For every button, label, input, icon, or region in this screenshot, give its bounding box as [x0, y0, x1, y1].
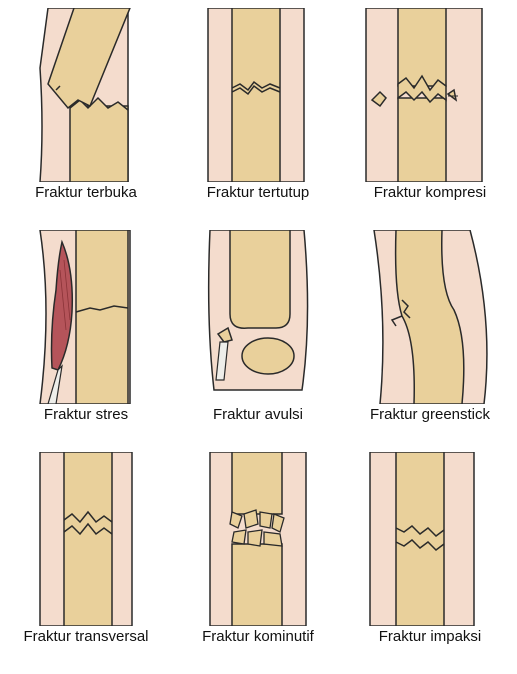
cell-fraktur-transversal: Fraktur transversal: [0, 452, 172, 674]
cell-fraktur-avulsi: Fraktur avulsi: [172, 230, 344, 452]
label-fraktur-kompresi: Fraktur kompresi: [373, 184, 487, 201]
illustration-impacted-fracture: [344, 452, 516, 626]
illustration-greenstick-fracture: [344, 230, 516, 404]
illustration-transverse-fracture: [0, 452, 172, 626]
cell-fraktur-tertutup: Fraktur tertutup: [172, 8, 344, 230]
cell-fraktur-terbuka: Fraktur terbuka: [0, 8, 172, 230]
label-fraktur-greenstick: Fraktur greenstick: [369, 406, 491, 423]
illustration-comminuted-fracture: [172, 452, 344, 626]
label-fraktur-stres: Fraktur stres: [43, 406, 129, 423]
illustration-compression-fracture: [344, 8, 516, 182]
label-fraktur-terbuka: Fraktur terbuka: [35, 184, 137, 201]
illustration-closed-fracture: [172, 8, 344, 182]
label-fraktur-tertutup: Fraktur tertutup: [206, 184, 310, 201]
illustration-stress-fracture: [0, 230, 172, 404]
cell-fraktur-greenstick: Fraktur greenstick: [344, 230, 516, 452]
cell-fraktur-stres: Fraktur stres: [0, 230, 172, 452]
cell-fraktur-impaksi: Fraktur impaksi: [344, 452, 516, 674]
label-fraktur-transversal: Fraktur transversal: [23, 628, 149, 645]
label-fraktur-avulsi: Fraktur avulsi: [212, 406, 304, 423]
illustration-avulsion-fracture: [172, 230, 344, 404]
label-fraktur-kominutif: Fraktur kominutif: [202, 628, 314, 645]
label-fraktur-impaksi: Fraktur impaksi: [378, 628, 482, 645]
cell-fraktur-kompresi: Fraktur kompresi: [344, 8, 516, 230]
illustration-open-fracture: [0, 8, 172, 182]
cell-fraktur-kominutif: Fraktur kominutif: [172, 452, 344, 674]
